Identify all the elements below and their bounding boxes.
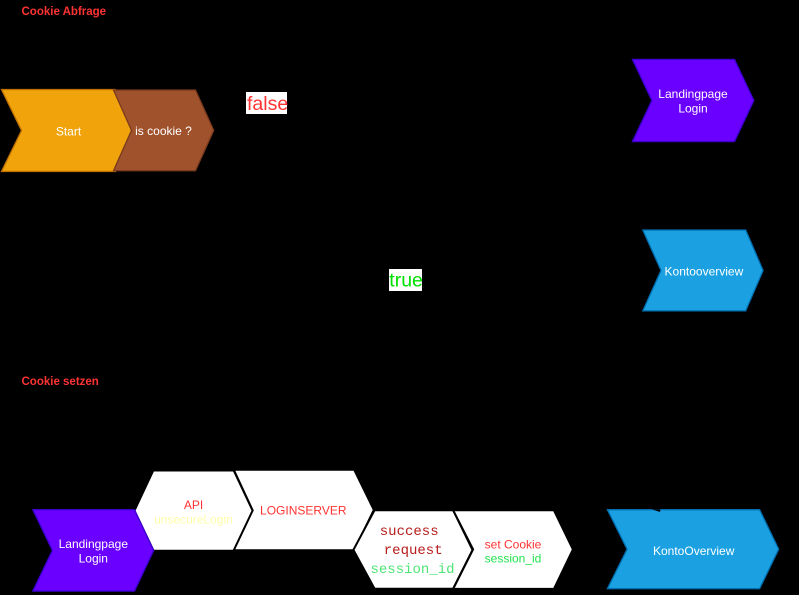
svg-text:Landingpage: Landingpage [658, 87, 728, 101]
svg-text:Kontooverview: Kontooverview [665, 264, 744, 278]
svg-text:KontoOverview: KontoOverview [653, 544, 735, 558]
svg-text:LOGINSERVER: LOGINSERVER [260, 503, 347, 517]
svg-text:API: API [184, 498, 203, 512]
svg-text:Cookie Abfrage: Cookie Abfrage [22, 6, 107, 18]
svg-text:unsecureLogin: unsecureLogin [154, 512, 233, 526]
svg-text:Landingpage: Landingpage [59, 537, 129, 551]
svg-text:false: false [247, 93, 288, 115]
svg-text:Cookie setzen: Cookie setzen [22, 376, 99, 388]
svg-text:is cookie ?: is cookie ? [135, 124, 192, 138]
svg-text:Login: Login [79, 552, 108, 566]
svg-text:session_id: session_id [485, 551, 542, 565]
svg-text:session_id: session_id [370, 562, 454, 578]
svg-text:true: true [389, 269, 423, 291]
svg-text:Login: Login [678, 102, 707, 116]
svg-text:Start: Start [56, 124, 82, 138]
svg-text:set Cookie: set Cookie [485, 537, 542, 551]
svg-text:request: request [384, 543, 443, 559]
svg-text:success: success [380, 524, 439, 540]
